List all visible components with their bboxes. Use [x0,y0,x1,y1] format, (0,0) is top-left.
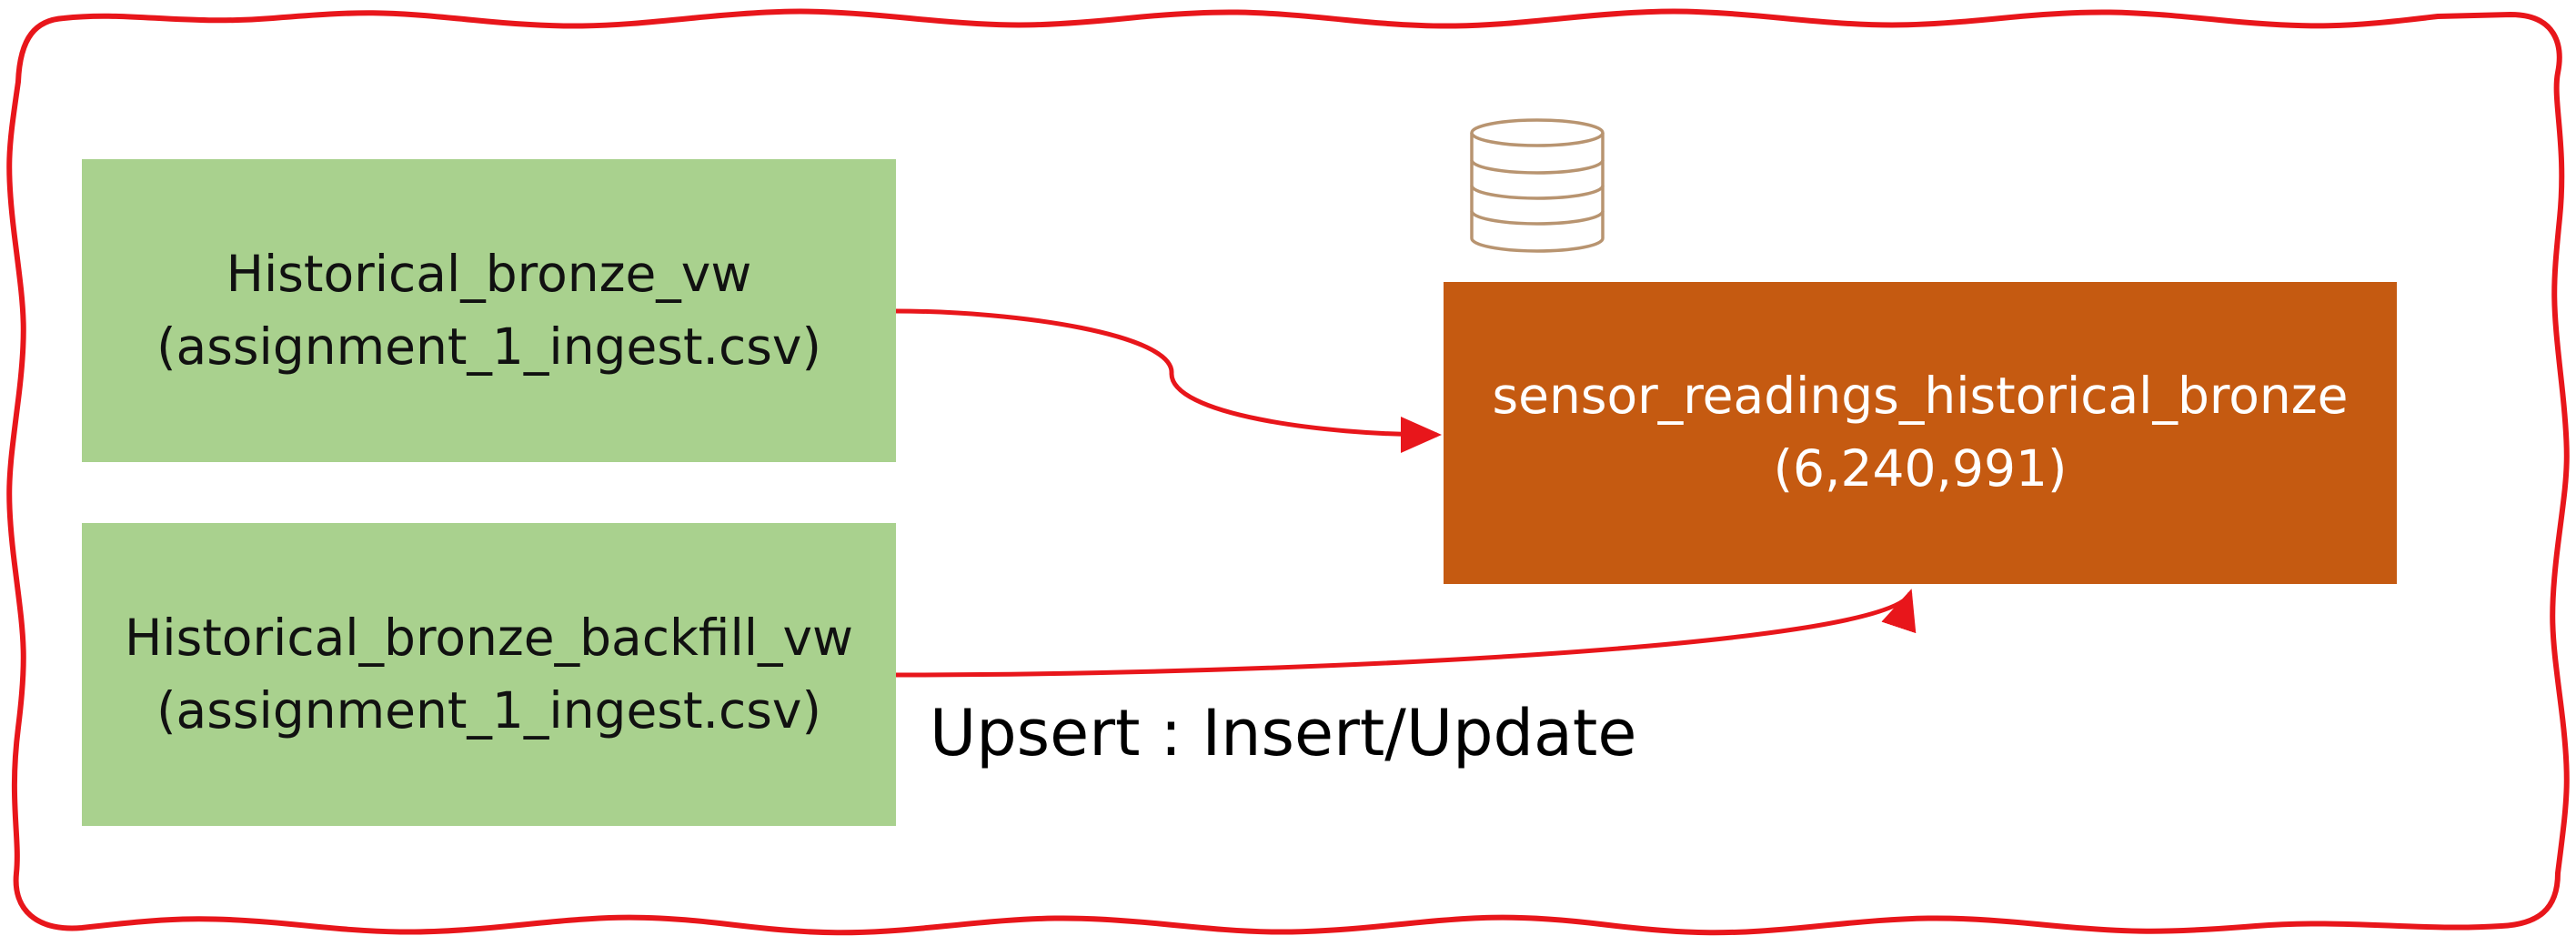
source-node-historical-bronze-backfill-vw: Historical_bronze_backfill_vw (assignmen… [82,523,896,826]
source-node-historical-bronze-vw: Historical_bronze_vw (assignment_1_inges… [82,159,896,462]
source-node-name: Historical_bronze_vw [226,244,752,303]
arrow-source2-to-target [895,589,1916,678]
database-icon [1470,118,1605,253]
wavy-border [6,8,2570,936]
source-node-file: (assignment_1_ingest.csv) [156,317,821,376]
source-node-name: Historical_bronze_backfill_vw [124,608,854,667]
source-node-file: (assignment_1_ingest.csv) [156,680,821,740]
target-row-count: (6,240,991) [1773,439,2068,498]
target-table-node: sensor_readings_historical_bronze (6,240… [1444,282,2397,584]
target-table-name: sensor_readings_historical_bronze [1492,367,2349,426]
upsert-edge-label: Upsert : Insert/Update [930,696,1637,770]
arrow-source1-to-target [895,308,1442,453]
